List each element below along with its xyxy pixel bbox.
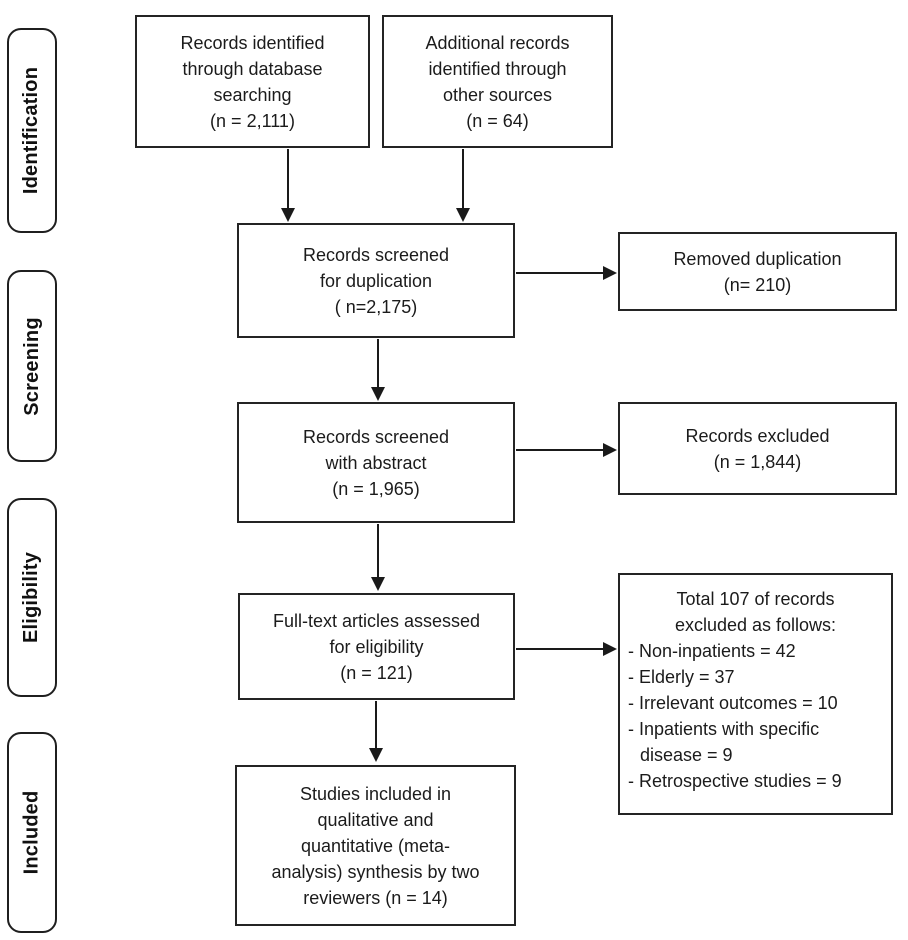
stage-label-screening: Screening [7, 270, 57, 462]
arrow-dup-to-abstract [371, 339, 385, 401]
box-studies-included-synthesis: Studies included in qualitative and quan… [235, 765, 516, 926]
arrow-fulltext-to-excldetail [516, 642, 617, 656]
exclusion-item-specific-disease: - Inpatients with specific disease = 9 [628, 719, 820, 765]
stage-label-eligibility-text: Eligibility [20, 551, 43, 644]
exclusion-item-irrelevant-outcomes: - Irrelevant outcomes = 10 [628, 693, 838, 713]
arrow-abstract-to-excluded [516, 443, 617, 457]
exclusion-item-non-inpatients: - Non-inpatients = 42 [628, 641, 796, 661]
stage-label-eligibility: Eligibility [7, 498, 57, 697]
box-fulltext-assessed-eligibility: Full-text articles assessed for eligibil… [238, 593, 515, 700]
exclusion-item-retrospective: - Retrospective studies = 9 [628, 771, 842, 791]
arrow-fulltext-to-included [369, 701, 383, 762]
exclusion-details-title: Total 107 of records excluded as follows… [674, 589, 837, 635]
arrow-dup-to-removed [516, 266, 617, 280]
box-exclusion-details: Total 107 of records excluded as follows… [618, 573, 893, 815]
arrow-db-to-dup [281, 149, 295, 222]
box-removed-duplication: Removed duplication (n= 210) [618, 232, 897, 311]
stage-label-included-text: Included [20, 790, 43, 875]
box-records-database-search: Records identified through database sear… [135, 15, 370, 148]
box-additional-records-other-sources: Additional records identified through ot… [382, 15, 613, 148]
exclusion-item-elderly: - Elderly = 37 [628, 667, 735, 687]
box-records-excluded: Records excluded (n = 1,844) [618, 402, 897, 495]
box-records-screened-duplication: Records screened for duplication ( n=2,1… [237, 223, 515, 338]
stage-label-identification-text: Identification [20, 66, 43, 195]
arrow-other-to-dup [456, 149, 470, 222]
stage-label-identification: Identification [7, 28, 57, 233]
stage-label-included: Included [7, 732, 57, 933]
box-records-screened-abstract: Records screened with abstract (n = 1,96… [237, 402, 515, 523]
stage-label-screening-text: Screening [20, 316, 43, 416]
arrow-abstract-to-fulltext [371, 524, 385, 591]
